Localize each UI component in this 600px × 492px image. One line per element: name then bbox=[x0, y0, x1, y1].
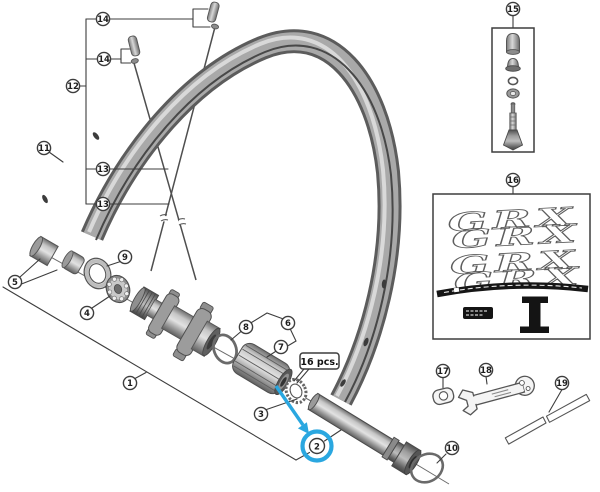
o-ring bbox=[409, 452, 445, 484]
decal-sheet-box: GRX GRX GRX GRX bbox=[432, 193, 591, 340]
svg-text:19: 19 bbox=[556, 379, 568, 389]
valve-washer bbox=[506, 88, 520, 99]
callout-5[interactable]: 5 bbox=[7, 274, 23, 290]
callout-4[interactable]: 4 bbox=[79, 305, 95, 321]
valve-o-ring bbox=[507, 76, 519, 86]
spoke-nipple bbox=[206, 1, 220, 30]
highlight-pointer bbox=[274, 385, 334, 463]
svg-text:14: 14 bbox=[98, 55, 110, 65]
svg-text:14: 14 bbox=[97, 15, 109, 25]
hub-shell bbox=[129, 286, 221, 362]
svg-text:6: 6 bbox=[285, 319, 291, 329]
cartridge-bearing bbox=[105, 274, 131, 304]
spoke-break-marks bbox=[159, 214, 187, 226]
callout-lines bbox=[2, 8, 563, 464]
spoke-nipple bbox=[127, 35, 141, 64]
callout-13b[interactable]: 13 bbox=[95, 196, 111, 212]
wrench-tool bbox=[457, 375, 535, 416]
svg-text:17: 17 bbox=[437, 367, 449, 377]
nut-tool bbox=[432, 387, 455, 406]
svg-text:4: 4 bbox=[84, 309, 90, 319]
callout-6[interactable]: 6 bbox=[280, 315, 296, 331]
rim-tape bbox=[504, 393, 591, 445]
callout-14a[interactable]: 14 bbox=[95, 11, 111, 27]
callout-2[interactable]: 2 bbox=[308, 437, 326, 455]
svg-text:12: 12 bbox=[67, 82, 79, 92]
callout-18[interactable]: 18 bbox=[478, 362, 494, 378]
decal-logo: GRX bbox=[451, 219, 582, 255]
small-label-decal bbox=[463, 307, 493, 319]
svg-text:11: 11 bbox=[38, 144, 50, 154]
end-cap bbox=[61, 250, 85, 275]
rim-spoke-holes bbox=[42, 132, 387, 387]
svg-text:3: 3 bbox=[258, 410, 264, 420]
svg-text:1: 1 bbox=[127, 379, 133, 389]
svg-text:8: 8 bbox=[243, 323, 249, 333]
decal-logo: GRX bbox=[447, 202, 578, 238]
callout-15[interactable]: 15 bbox=[505, 1, 521, 17]
valve-cap bbox=[506, 32, 520, 55]
seal-ring bbox=[83, 257, 112, 290]
valve-parts-box bbox=[491, 27, 535, 153]
end-cap bbox=[29, 235, 59, 267]
o-ring bbox=[212, 333, 238, 365]
svg-text:13: 13 bbox=[97, 165, 109, 175]
highlight-ring bbox=[300, 429, 334, 463]
decal-logo: GRX bbox=[449, 245, 580, 281]
callout-8[interactable]: 8 bbox=[238, 319, 254, 335]
callout-11[interactable]: 11 bbox=[36, 140, 52, 156]
callout-3[interactable]: 3 bbox=[253, 406, 269, 422]
valve-nut bbox=[505, 57, 521, 72]
callout-16[interactable]: 16 bbox=[505, 172, 521, 188]
svg-text:16: 16 bbox=[507, 176, 519, 186]
quantity-note: 16 pcs. bbox=[299, 352, 340, 370]
quantity-note-label: 16 pcs. bbox=[300, 357, 338, 368]
callout-7[interactable]: 7 bbox=[273, 339, 289, 355]
svg-text:2: 2 bbox=[314, 443, 320, 453]
svg-text:18: 18 bbox=[480, 366, 492, 376]
svg-text:15: 15 bbox=[507, 5, 519, 15]
callout-9[interactable]: 9 bbox=[117, 249, 133, 265]
rim bbox=[42, 29, 402, 406]
svg-text:10: 10 bbox=[446, 444, 458, 454]
callout-badges: 14 14 12 11 13 13 5 9 4 1 8 6 7 3 2 bbox=[7, 1, 570, 456]
lock-washer bbox=[284, 377, 308, 405]
svg-text:5: 5 bbox=[12, 278, 18, 288]
svg-text:7: 7 bbox=[278, 343, 284, 353]
svg-text:9: 9 bbox=[122, 253, 128, 263]
callout-10[interactable]: 10 bbox=[444, 440, 460, 456]
callout-13a[interactable]: 13 bbox=[95, 161, 111, 177]
valve-stem bbox=[502, 102, 524, 151]
callout-17[interactable]: 17 bbox=[435, 363, 451, 379]
callout-14b[interactable]: 14 bbox=[96, 51, 112, 67]
callout-1[interactable]: 1 bbox=[122, 375, 138, 391]
rim-sticker-decal bbox=[520, 296, 549, 333]
warning-strip-decal bbox=[436, 282, 589, 298]
callout-19[interactable]: 19 bbox=[554, 375, 570, 391]
svg-text:13: 13 bbox=[97, 200, 109, 210]
callout-12[interactable]: 12 bbox=[65, 78, 81, 94]
